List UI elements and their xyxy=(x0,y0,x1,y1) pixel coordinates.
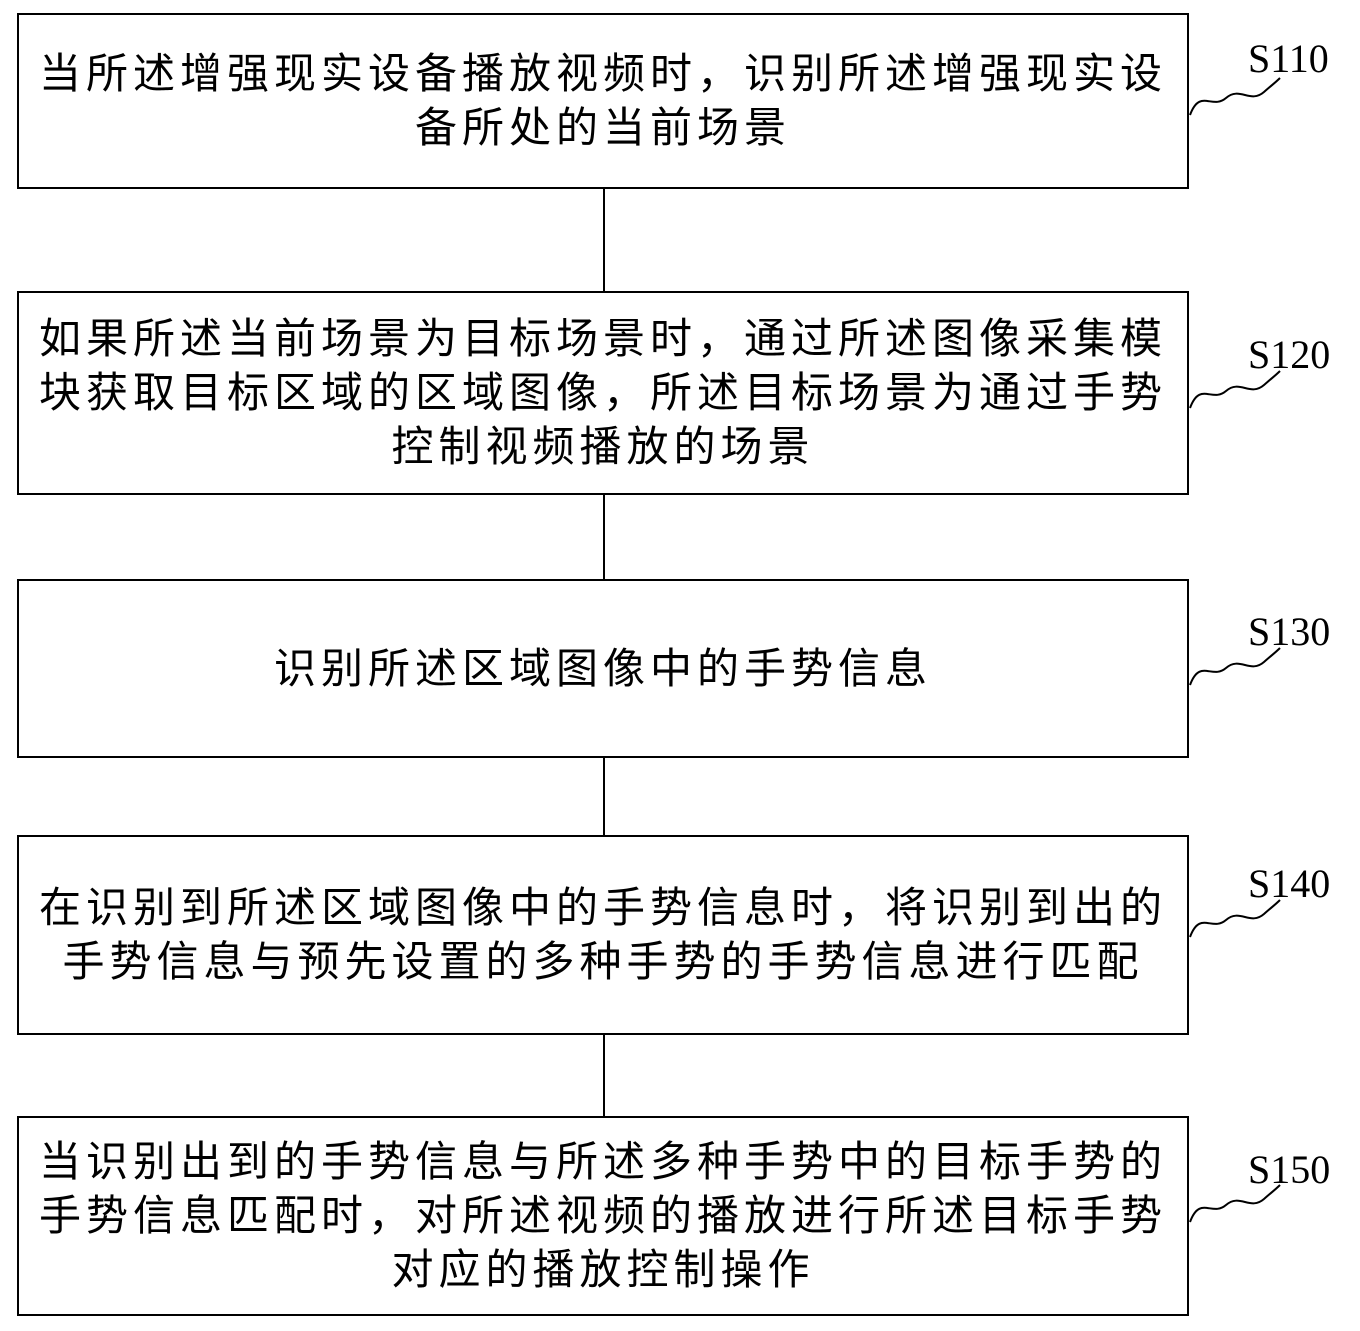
step-text-s110: 当所述增强现实设备播放视频时，识别所述增强现实设备所处的当前场景 xyxy=(38,49,1167,152)
leader-line-s110 xyxy=(1189,77,1281,116)
step-text-s140: 在识别到所述区域图像中的手势信息时，将识别到出的手势信息与预先设置的多种手势的手… xyxy=(38,883,1167,986)
connector-s130-s140 xyxy=(603,758,605,835)
connector-s110-s120 xyxy=(603,189,605,291)
step-text-s150: 当识别出到的手势信息与所述多种手势中的目标手势的手势信息匹配时，对所述视频的播放… xyxy=(38,1137,1167,1294)
step-label-s110: S110 xyxy=(1248,36,1329,81)
step-box-s150: 当识别出到的手势信息与所述多种手势中的目标手势的手势信息匹配时，对所述视频的播放… xyxy=(17,1116,1189,1316)
step-box-s120: 如果所述当前场景为目标场景时，通过所述图像采集模块获取目标区域的区域图像，所述目… xyxy=(17,291,1189,495)
step-text-s130: 识别所述区域图像中的手势信息 xyxy=(273,643,932,693)
step-box-s140: 在识别到所述区域图像中的手势信息时，将识别到出的手势信息与预先设置的多种手势的手… xyxy=(17,835,1189,1035)
connector-s140-s150 xyxy=(603,1035,605,1116)
connector-s120-s130 xyxy=(603,495,605,579)
step-box-s130: 识别所述区域图像中的手势信息 xyxy=(17,579,1189,758)
step-box-s110: 当所述增强现实设备播放视频时，识别所述增强现实设备所处的当前场景 xyxy=(17,13,1189,189)
step-label-s120: S120 xyxy=(1248,332,1331,377)
step-text-s120: 如果所述当前场景为目标场景时，通过所述图像采集模块获取目标区域的区域图像，所述目… xyxy=(38,314,1167,471)
step-label-s150: S150 xyxy=(1248,1147,1331,1192)
step-label-s140: S140 xyxy=(1248,861,1331,906)
step-label-s130: S130 xyxy=(1248,609,1331,654)
